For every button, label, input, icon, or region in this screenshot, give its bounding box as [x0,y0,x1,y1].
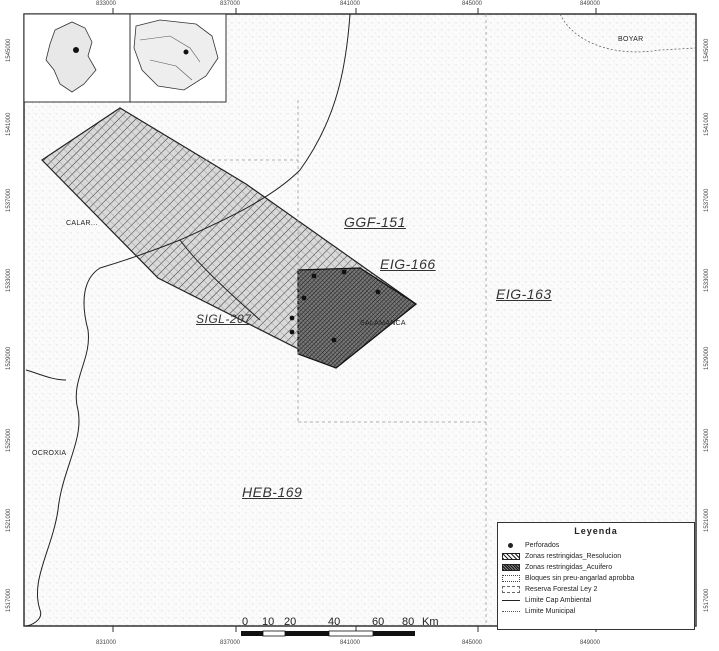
coord-right-5: 1529000 [704,346,710,370]
coord-right-8: 1517000 [704,588,710,612]
legend-item-label: Zonas restringidas_Acuifero [525,564,613,571]
well-point-icon [508,543,513,548]
block-label-eig-163: EIG-163 [496,286,552,302]
block-label-heb-169: HEB-169 [242,484,303,500]
coord-left-5: 1529000 [6,346,12,370]
legend-item-label: Limite Municipal [525,608,576,615]
scale-tick-80: 80 [402,616,415,628]
coord-bottom-4: 845000 [462,640,483,646]
coord-top-1: 833000 [96,1,117,7]
legend-item-forest-reserve: Reserva Forestal Ley 2 [498,584,694,595]
well-points [289,269,381,343]
coord-bottom-5: 849000 [580,640,601,646]
legend-item-label: Zonas restringidas_Resolucion [525,553,622,560]
coord-top-5: 849000 [580,1,601,7]
coord-right-2: 1541000 [704,112,710,136]
coord-left-4: 1533000 [6,268,12,292]
scale-tick-60: 60 [372,616,385,628]
coord-left-6: 1525000 [6,428,12,452]
coord-left-2: 1541000 [6,112,12,136]
grid-ticks [112,8,597,632]
coord-bottom-2: 837000 [220,640,241,646]
legend-item-restricted-resolution: Zonas restringidas_Resolucion [498,551,694,562]
block-label-ggf-151: GGF-151 [344,214,406,230]
block-label-sigl-207: SIGL-207 [196,312,252,326]
dashed-swatch-icon [502,586,520,593]
inset-maps [23,13,227,103]
coord-right-6: 1525000 [704,428,710,452]
coord-top-3: 841000 [340,1,361,7]
coord-top-2: 837000 [220,1,241,7]
town-label-calarca: CALAR... [66,220,98,227]
scale-bar-graphic [241,630,415,637]
scale-tick-20: 20 [284,616,297,628]
scale-tick-40: 40 [328,616,341,628]
town-label-boyar: BOYAR [618,36,644,43]
block-label-eig-166: EIG-166 [380,256,436,272]
coord-left-3: 1537000 [6,188,12,212]
coord-left-7: 1521000 [6,508,12,532]
legend-item-blocks: Bloques sin preu-angarlad aprobba [498,573,694,584]
coord-right-4: 1533000 [704,268,710,292]
scale-tick-0: 0 [242,616,249,628]
legend-item-municipal-limit: Limite Municipal [498,606,694,617]
legend-title: Leyenda [574,526,618,536]
legend-item-restricted-aquifer: Zonas restringidas_Acuifero [498,562,694,573]
coord-left-8: 1517000 [6,588,12,612]
solid-line-icon [502,600,520,601]
scale-unit: Km [422,616,439,628]
coord-right-7: 1521000 [704,508,710,532]
rivers [25,13,351,627]
town-label-ocroxia: OCROXIA [32,450,67,457]
dotted-line-icon [502,611,520,612]
coord-bottom-3: 841000 [340,640,361,646]
coord-bottom-1: 831000 [96,640,117,646]
block-boundaries [110,14,487,626]
town-label-salamanca: SALAMANCA [360,320,406,327]
scale-tick-10: 10 [262,616,275,628]
legend-item-label: Bloques sin preu-angarlad aprobba [525,575,635,582]
hatch-swatch-icon [502,553,520,560]
legend-box: Leyenda Perforados Zonas restringidas_Re… [497,522,695,630]
coord-right-1: 1545000 [704,38,710,62]
legend-item-wells: Perforados [498,540,694,551]
legend-item-label: Limite Cap Ambiental [525,597,592,604]
municipal-limit [559,13,697,53]
dense-hatch-swatch-icon [502,564,520,571]
legend-item-label: Perforados [525,542,560,549]
coord-right-3: 1537000 [704,188,710,212]
coord-left-1: 1545000 [6,38,12,62]
dotted-swatch-icon [502,575,520,582]
legend-item-label: Reserva Forestal Ley 2 [525,586,598,593]
coord-top-4: 845000 [462,1,483,7]
legend-item-env-limit: Limite Cap Ambiental [498,595,694,606]
